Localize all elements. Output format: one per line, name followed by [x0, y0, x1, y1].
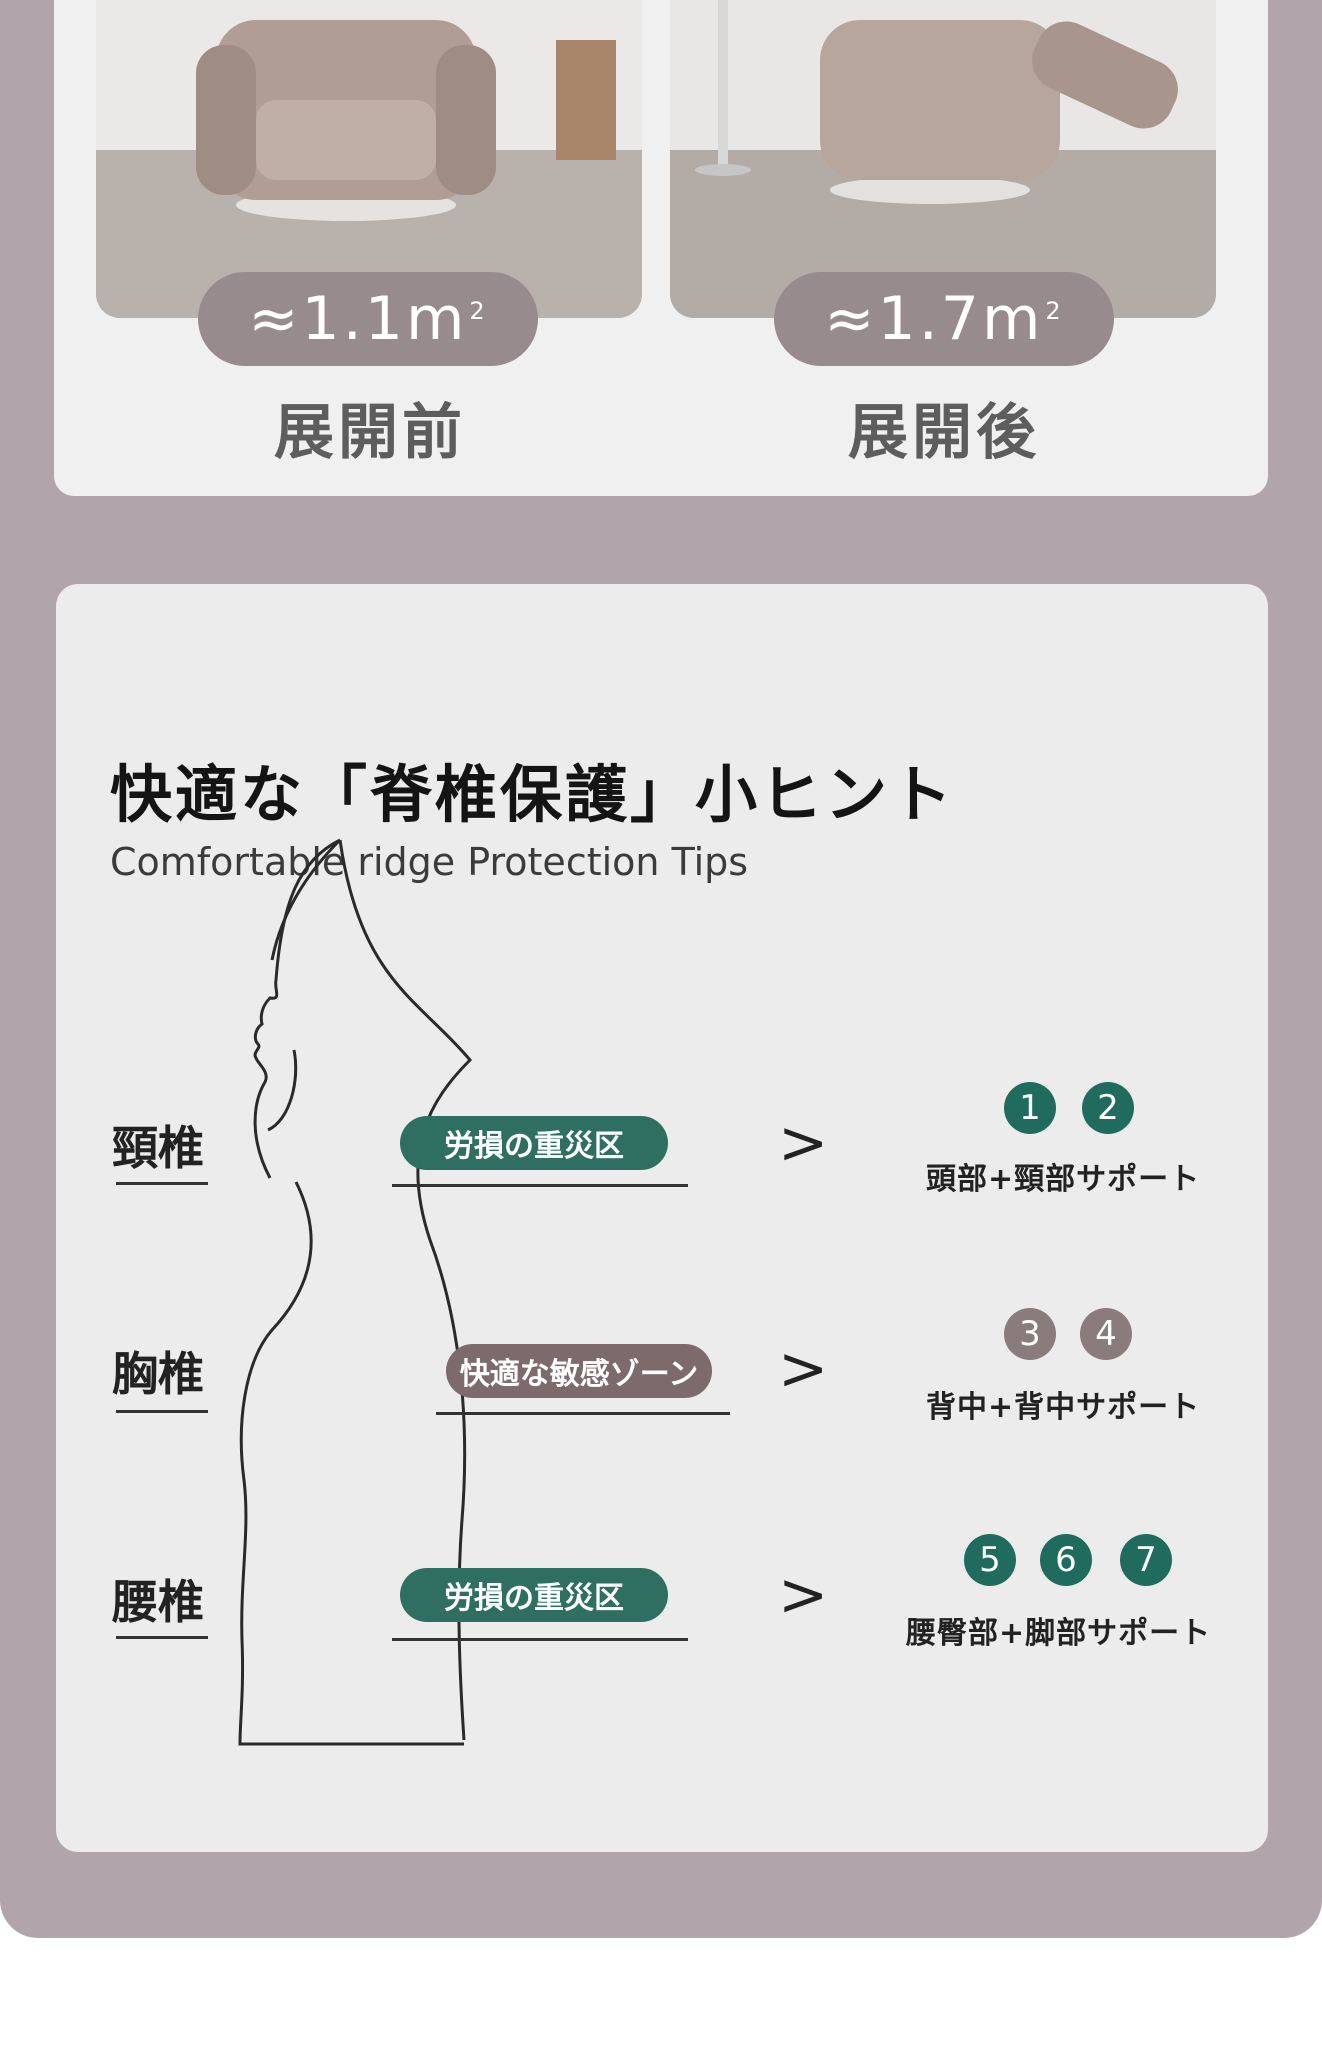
- number-badge-4: 4: [1080, 1308, 1132, 1360]
- zone-underline-cervical: [392, 1184, 688, 1187]
- support-text-cervical: 頭部+頸部サポート: [926, 1162, 1201, 1197]
- tips-subtitle: Comfortable ridge Protection Tips: [110, 840, 749, 884]
- zone-badge-cervical: 労損の重災区: [400, 1116, 668, 1170]
- number-badge-3: 3: [1004, 1308, 1056, 1360]
- spine-label-lumbar: 腰椎: [112, 1575, 204, 1629]
- zone-underline-thoracic: [436, 1412, 730, 1415]
- number-badge-6: 6: [1040, 1534, 1092, 1586]
- tips-title: 快適な「脊椎保護」小ヒント: [110, 758, 956, 831]
- number-badge-1: 1: [1004, 1082, 1056, 1134]
- zone-text-thoracic: 快適な敏感ゾーン: [459, 1357, 699, 1392]
- number-badge-7: 7: [1120, 1534, 1172, 1586]
- arrow-icon-thoracic: >: [778, 1334, 829, 1404]
- before-label: 展開前: [274, 398, 466, 468]
- arrow-icon-cervical: >: [778, 1108, 829, 1178]
- zone-text-lumbar: 労損の重災区: [444, 1581, 624, 1616]
- area-after-superscript: 2: [1045, 297, 1064, 325]
- support-text-thoracic: 背中+背中サポート: [926, 1390, 1201, 1425]
- spine-label-thoracic: 胸椎: [112, 1347, 204, 1401]
- number-badge-5: 5: [964, 1534, 1016, 1586]
- arrow-icon-lumbar: >: [778, 1560, 829, 1630]
- area-before-value: ≈1.1m: [248, 284, 468, 354]
- area-before-superscript: 2: [469, 297, 488, 325]
- zone-text-cervical: 労損の重災区: [444, 1129, 624, 1164]
- support-text-lumbar: 腰臀部+脚部サポート: [906, 1616, 1212, 1651]
- zone-badge-thoracic: 快適な敏感ゾーン: [446, 1344, 712, 1398]
- spine-label-cervical: 頸椎: [112, 1121, 204, 1175]
- spine-underline-cervical: [116, 1182, 208, 1185]
- spine-underline-lumbar: [116, 1636, 208, 1639]
- number-badge-2: 2: [1082, 1082, 1134, 1134]
- after-label: 展開後: [848, 398, 1040, 468]
- zone-underline-lumbar: [392, 1638, 688, 1641]
- zone-badge-lumbar: 労損の重災区: [400, 1568, 668, 1622]
- spine-underline-thoracic: [116, 1410, 208, 1413]
- area-after-value: ≈1.7m: [824, 284, 1044, 354]
- chair-after-photo: [670, 0, 1216, 318]
